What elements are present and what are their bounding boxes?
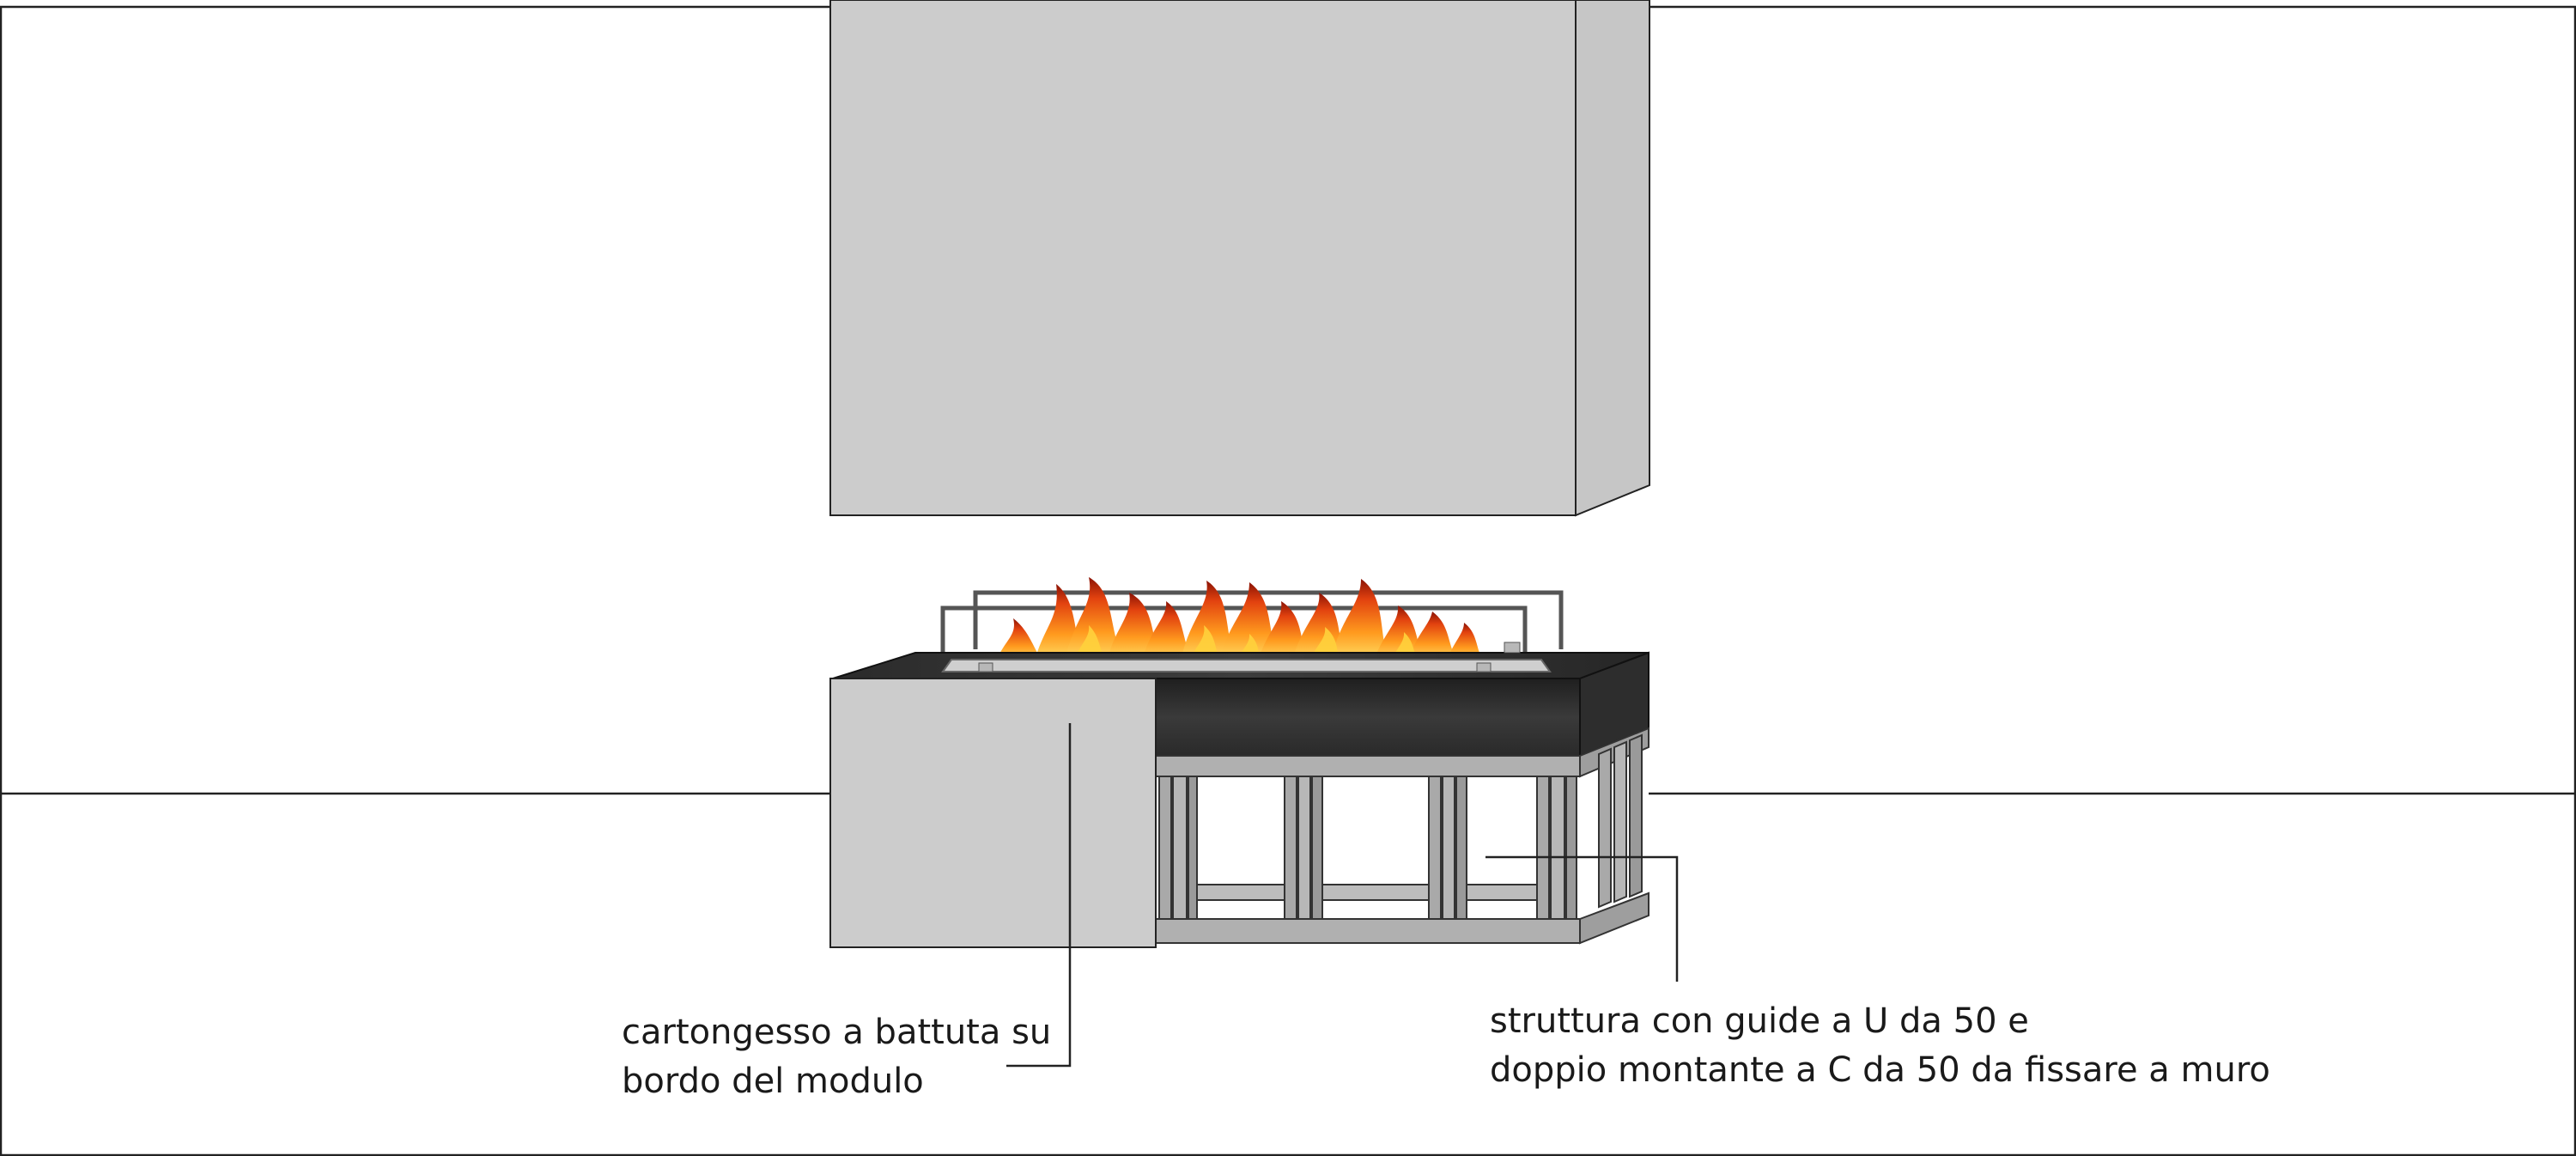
drywall-leader <box>1006 723 1072 1068</box>
burner-tray <box>941 659 1552 672</box>
glass-frame <box>940 590 1564 661</box>
hood-front <box>829 0 1577 516</box>
flames <box>996 577 1484 661</box>
firebox-front <box>1155 678 1581 757</box>
ceiling-hood <box>829 0 1650 517</box>
structure-annotation-line1: struttura con guide a U da 50 e <box>1490 1001 2029 1041</box>
structure-leader <box>1485 855 1679 982</box>
bottom-rail <box>1155 918 1581 944</box>
structure-annotation: struttura con guide a U da 50 e doppio m… <box>1490 997 2270 1095</box>
drywall-annotation-line1: cartongesso a battuta su <box>622 1013 1052 1052</box>
firebox <box>832 642 1649 757</box>
drywall-annotation: cartongesso a battuta su bordo del modul… <box>622 1008 1051 1106</box>
leader-lines <box>1006 723 1679 1068</box>
drywall-annotation-line2: bordo del modulo <box>622 1062 924 1101</box>
top-rail <box>1155 755 1581 777</box>
hood-side <box>1575 0 1650 517</box>
stud-frame <box>1155 727 1649 945</box>
drywall-panel <box>829 678 1157 948</box>
structure-annotation-line2: doppio montante a C da 50 da fissare a m… <box>1490 1050 2270 1090</box>
